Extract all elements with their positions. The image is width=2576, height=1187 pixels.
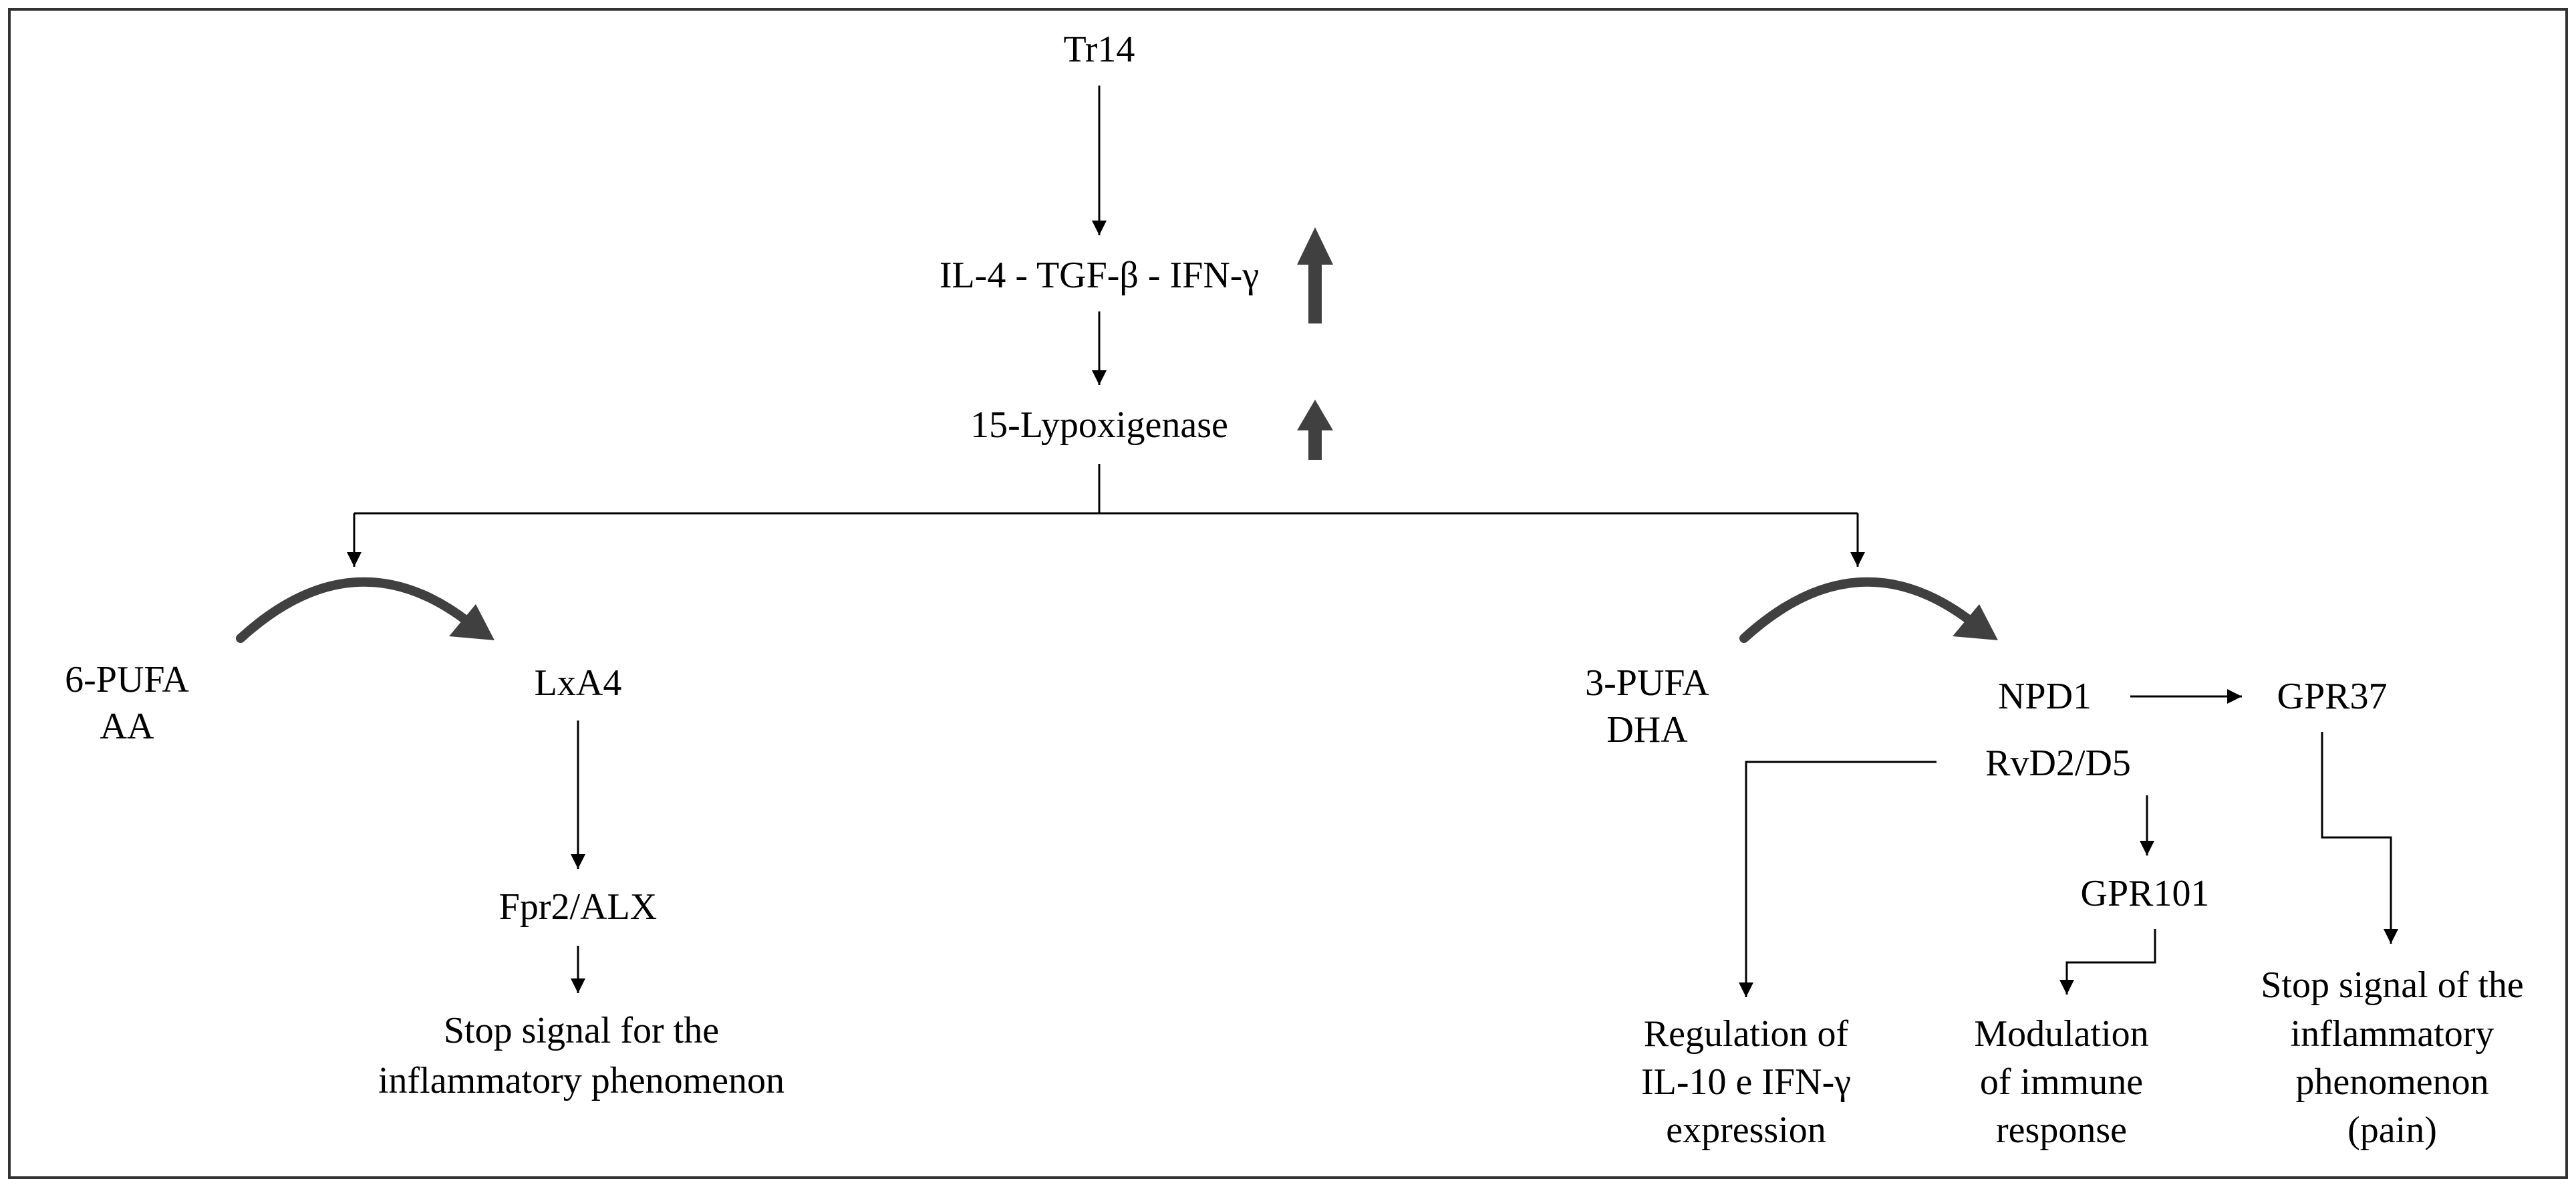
node-stop-right-3: phenomenon — [2295, 1061, 2488, 1103]
curved-conversion-arrow-left — [236, 577, 494, 643]
arrow-gpr101-to-modulation — [2059, 929, 2156, 995]
node-modulation-2: of immune — [1980, 1061, 2143, 1103]
node-fpr2: Fpr2/ALX — [499, 886, 657, 928]
node-stop-left-1: Stop signal for the — [444, 1010, 719, 1051]
node-modulation-3: response — [1996, 1109, 2127, 1151]
curved-conversion-arrow-right — [1739, 577, 1998, 643]
node-cytokines: IL-4 - TGF-β - IFN-γ — [940, 255, 1259, 296]
node-tr14: Tr14 — [1064, 29, 1135, 70]
node-modulation-1: Modulation — [1974, 1013, 2148, 1055]
arrow-gpr37-to-stop — [2321, 732, 2398, 944]
node-regulation-3: expression — [1666, 1109, 1826, 1151]
node-3-pufa: 3-PUFA — [1585, 662, 1709, 704]
node-gpr101: GPR101 — [2081, 873, 2210, 914]
up-arrow-icon — [1297, 227, 1333, 323]
node-lxa4: LxA4 — [535, 662, 622, 704]
node-regulation-1: Regulation of — [1644, 1013, 1849, 1055]
node-npd1: NPD1 — [1998, 676, 2092, 717]
node-6-pufa: 6-PUFA — [65, 659, 189, 700]
node-regulation-2: IL-10 e IFN-γ — [1641, 1061, 1851, 1103]
node-stop-right-1: Stop signal of the — [2261, 964, 2524, 1006]
node-stop-right-2: inflammatory — [2291, 1013, 2494, 1055]
node-rvd: RvD2/D5 — [1985, 743, 2131, 784]
diagram-frame — [8, 8, 2568, 1179]
node-stop-right-4: (pain) — [2347, 1109, 2437, 1151]
node-lox: 15-Lypoxigenase — [970, 404, 1228, 446]
arrow-rvd-to-regulation — [1739, 761, 1937, 997]
node-stop-left-2: inflammatory phenomenon — [378, 1060, 784, 1101]
node-gpr37: GPR37 — [2277, 676, 2388, 717]
node-dha: DHA — [1606, 709, 1688, 751]
up-arrow-icon — [1297, 400, 1333, 460]
node-aa: AA — [100, 706, 154, 747]
